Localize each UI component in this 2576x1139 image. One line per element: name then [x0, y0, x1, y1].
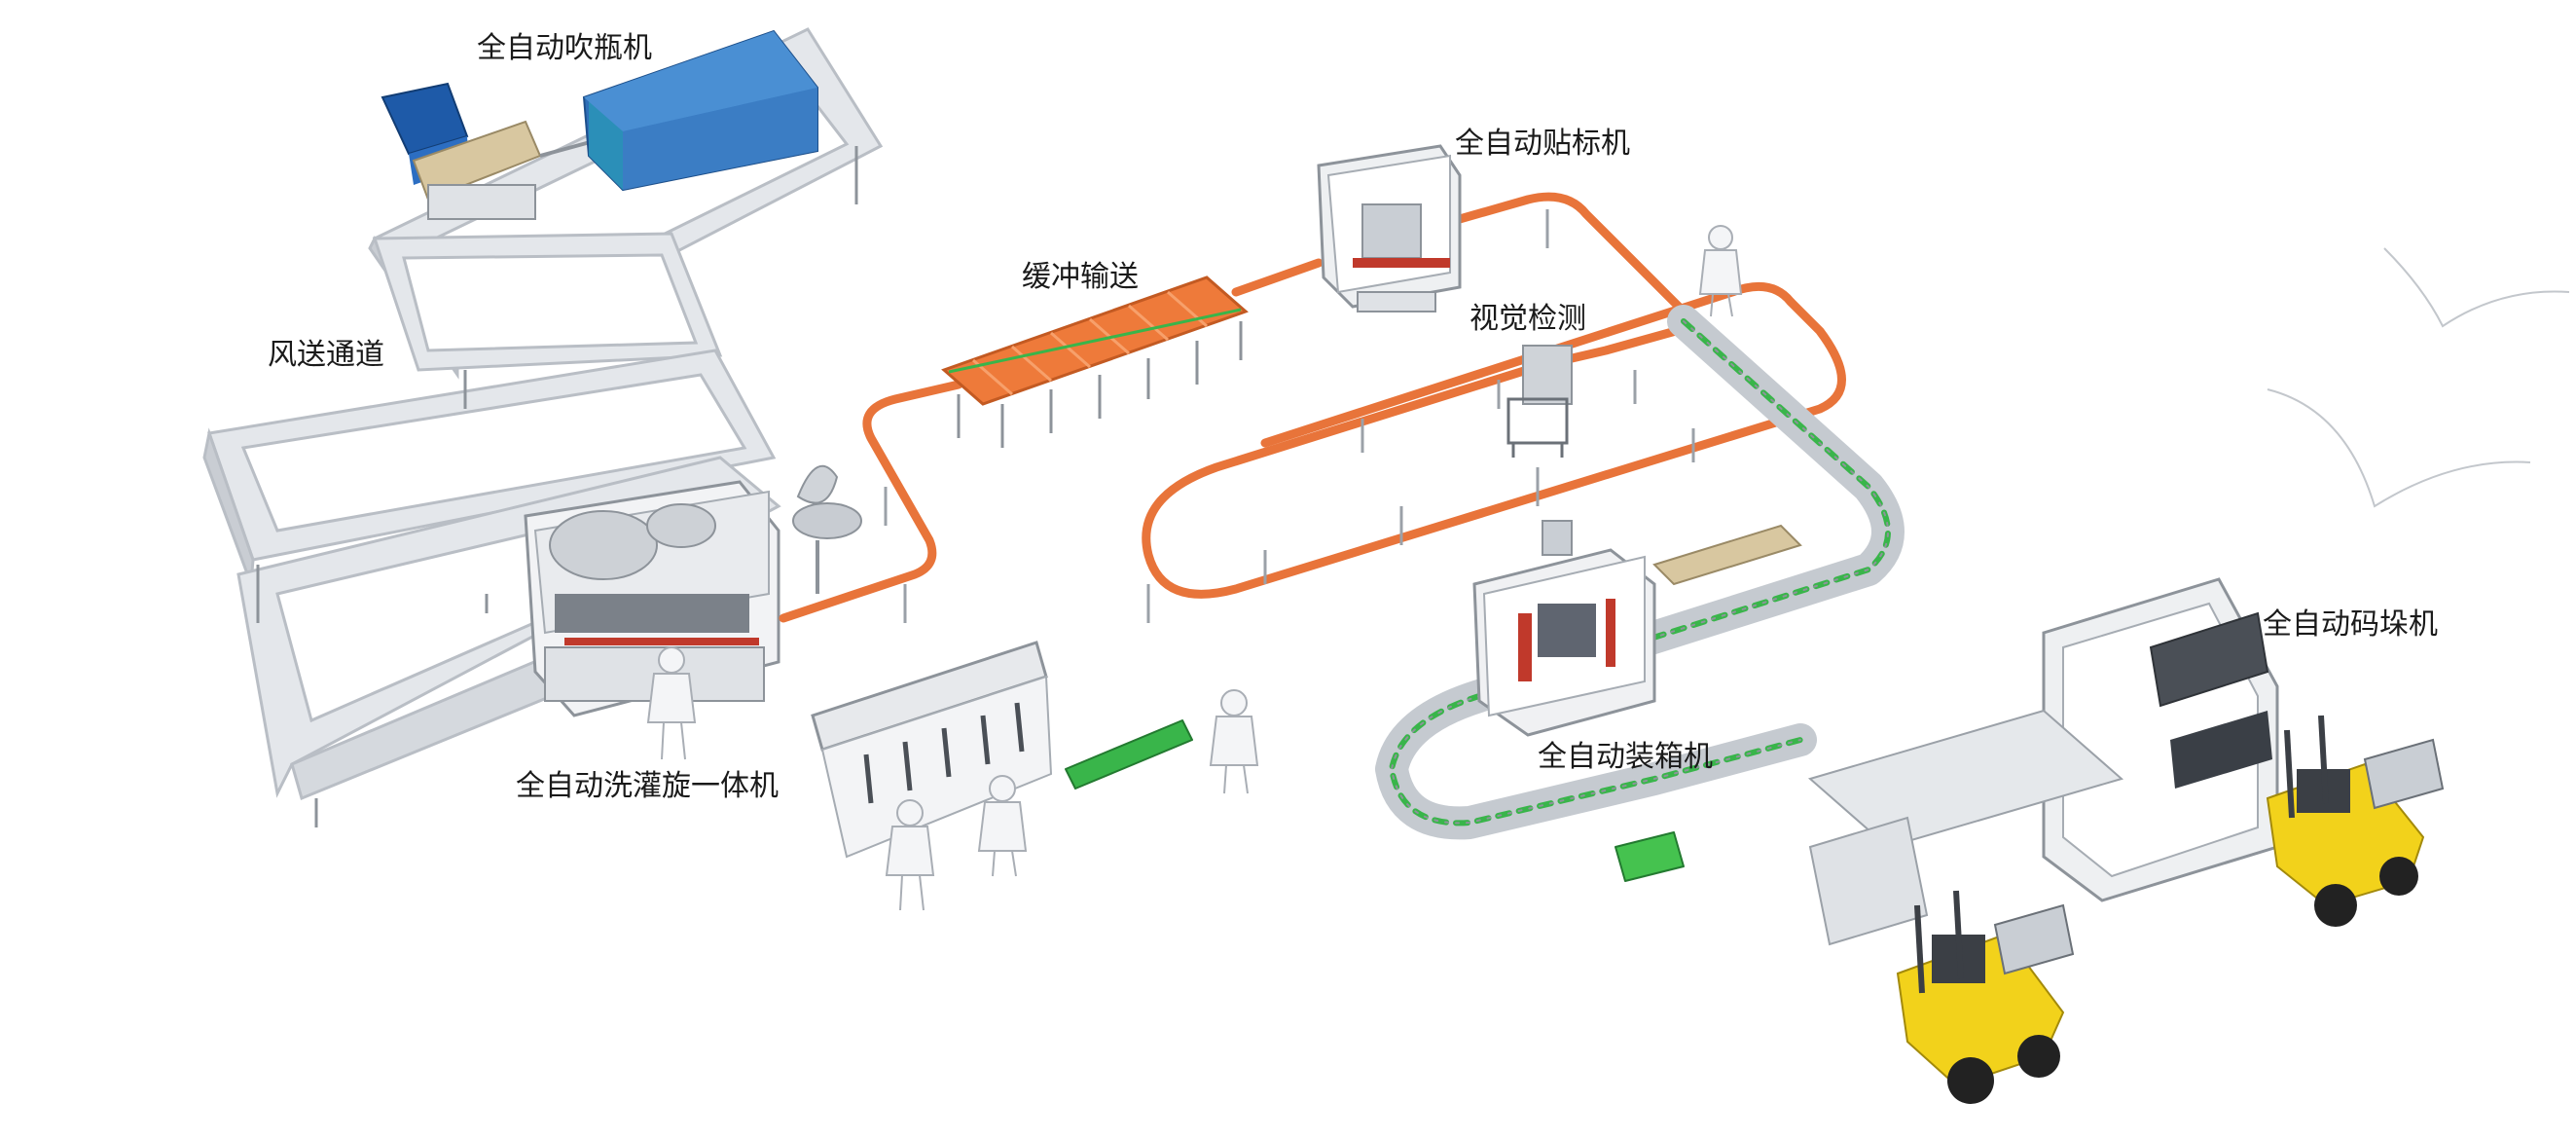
- label-buffer-conveyor: 缓冲输送: [1022, 260, 1139, 294]
- label-air-conveyor: 风送通道: [268, 338, 384, 372]
- air-conveyor-channels: [202, 27, 884, 801]
- roller-conveyor: [1065, 305, 1905, 882]
- worker-station-1: [885, 799, 935, 911]
- palletizer: [1807, 577, 2279, 946]
- forklift-left: [1896, 890, 2075, 1104]
- worker-conveyor: [1209, 689, 1259, 794]
- label-labeling: 全自动贴标机: [1455, 127, 1630, 161]
- label-blow-molding: 全自动吹瓶机: [477, 31, 652, 65]
- workers: [646, 225, 1743, 911]
- duct-legs: [256, 146, 858, 827]
- labeling-machine: [1317, 144, 1462, 312]
- case-packer: [1472, 520, 1802, 737]
- vision-inspection-unit: [1506, 345, 1573, 458]
- packing-workstation: [811, 641, 1053, 859]
- label-rinse-fill-cap: 全自动洗灌旋一体机: [516, 769, 779, 803]
- buffer-conveyor-table: [941, 276, 1249, 448]
- worker-inspection: [1698, 225, 1743, 317]
- forklift-right: [2266, 715, 2445, 927]
- conveyor-legs: [884, 209, 1695, 623]
- blow-molding-machine: [381, 29, 818, 220]
- label-case-packer: 全自动装箱机: [1538, 740, 1713, 774]
- decorative-birds: [2267, 247, 2570, 508]
- label-palletizer: 全自动码垛机: [2263, 607, 2438, 642]
- label-vision-inspection: 视觉检测: [1469, 302, 1586, 336]
- worker-station-2: [977, 775, 1028, 877]
- rinse-fill-cap-machine: [524, 464, 862, 717]
- worker-filler: [646, 646, 697, 760]
